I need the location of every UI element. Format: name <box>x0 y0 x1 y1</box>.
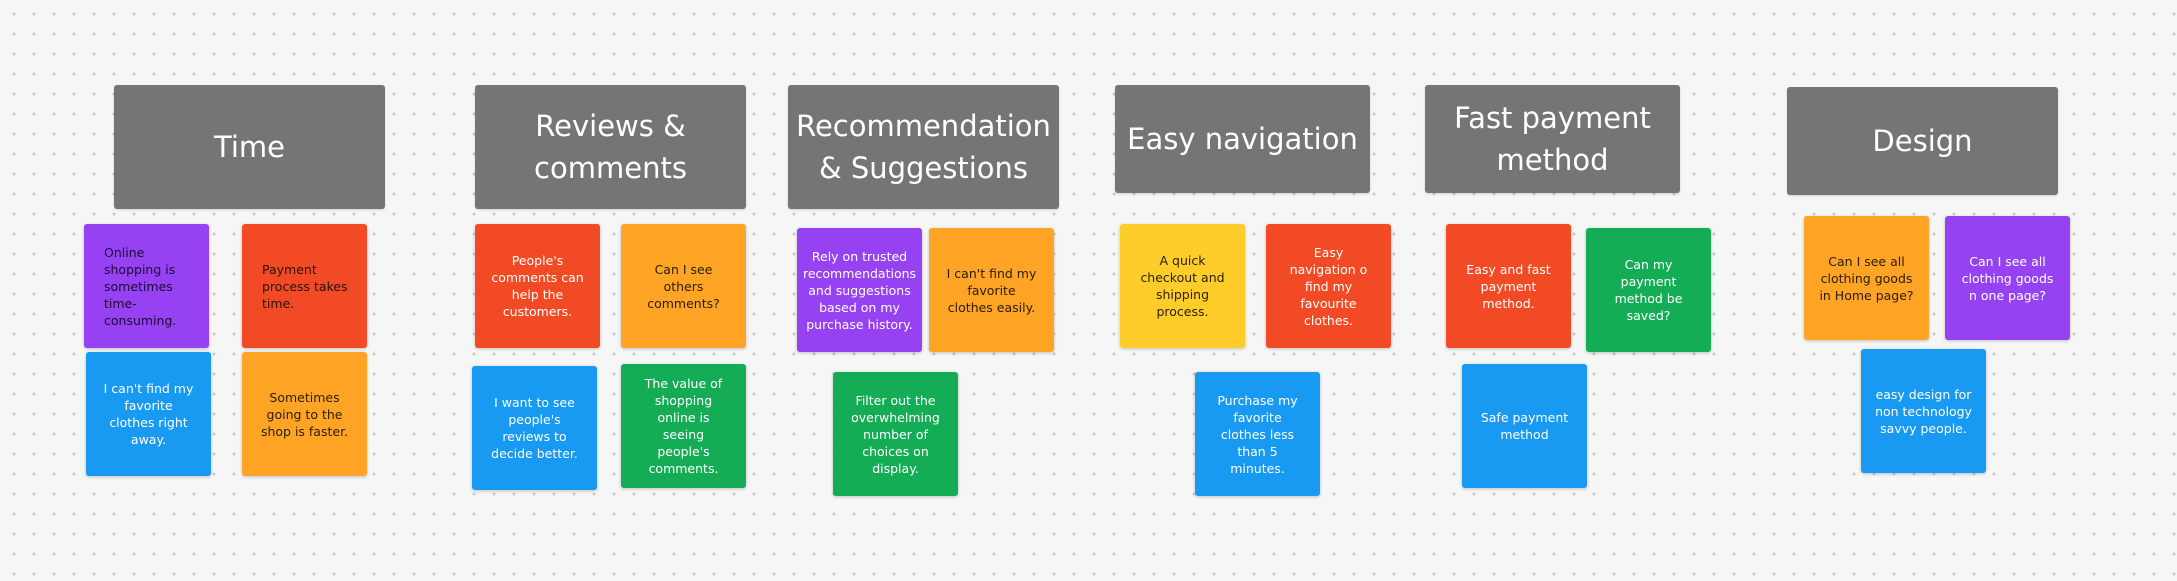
sticky-note-text: Rely on trusted recommendations and sugg… <box>802 248 917 332</box>
sticky-note[interactable]: Easy and fast payment method. <box>1446 224 1571 348</box>
sticky-note-text: I can't find my favorite clothes right a… <box>103 381 194 447</box>
header-reviews-comments[interactable]: Reviews & comments <box>475 85 746 209</box>
header-label: Design <box>1872 124 1973 158</box>
sticky-note-text: Easy navigation o find my favourite clot… <box>1289 244 1368 328</box>
sticky-note-text: easy design for non technology savvy peo… <box>1875 386 1972 436</box>
sticky-note-text: Filter out the overwhelming number of ch… <box>851 392 940 476</box>
sticky-note[interactable]: A quick checkout and shipping process. <box>1120 224 1245 348</box>
sticky-note-text: Online shopping is sometimes time-consum… <box>104 244 177 328</box>
header-fast-payment-method[interactable]: Fast payment method <box>1425 85 1680 193</box>
sticky-note[interactable]: I can't find my favorite clothes right a… <box>86 352 211 476</box>
sticky-note[interactable]: Easy navigation o find my favourite clot… <box>1266 224 1391 348</box>
sticky-note[interactable]: Payment process takes time. <box>242 224 367 348</box>
header-label: Time <box>214 130 285 164</box>
sticky-note-text: Easy and fast payment method. <box>1466 261 1551 311</box>
header-recommendation-suggestions[interactable]: Recommendation & Suggestions <box>788 85 1059 209</box>
header-label: Easy navigation <box>1127 122 1358 156</box>
sticky-note-text: Payment process takes time. <box>262 261 348 311</box>
sticky-note[interactable]: Can I see all clothing goods n one page? <box>1945 216 2070 340</box>
sticky-note-text: I want to see people's reviews to decide… <box>491 395 578 461</box>
sticky-note[interactable]: Online shopping is sometimes time-consum… <box>84 224 209 348</box>
sticky-note[interactable]: Safe payment method <box>1462 364 1587 488</box>
header-label: Fast payment method <box>1454 101 1651 177</box>
sticky-note-text: Safe payment method <box>1480 410 1569 442</box>
sticky-note-text: Purchase my favorite clothes less than 5… <box>1217 392 1298 476</box>
sticky-note[interactable]: Sometimes going to the shop is faster. <box>242 352 367 476</box>
sticky-note[interactable]: Filter out the overwhelming number of ch… <box>833 372 958 496</box>
header-easy-navigation[interactable]: Easy navigation <box>1115 85 1370 193</box>
sticky-note[interactable]: Can my payment method be saved? <box>1586 228 1711 352</box>
header-label: Reviews & comments <box>534 109 687 185</box>
sticky-note-text: A quick checkout and shipping process. <box>1140 253 1225 319</box>
sticky-note[interactable]: Purchase my favorite clothes less than 5… <box>1195 372 1320 496</box>
sticky-note-text: I can't find my favorite clothes easily. <box>946 265 1037 315</box>
header-label: Recommendation & Suggestions <box>796 109 1051 185</box>
sticky-note[interactable]: Rely on trusted recommendations and sugg… <box>797 228 922 352</box>
sticky-note-text: People's comments can help the customers… <box>491 253 584 319</box>
sticky-note[interactable]: I want to see people's reviews to decide… <box>472 366 597 490</box>
sticky-note[interactable]: Can I see all clothing goods in Home pag… <box>1804 216 1929 340</box>
sticky-note-text: Can I see all clothing goods n one page? <box>1961 253 2054 303</box>
sticky-note[interactable]: easy design for non technology savvy peo… <box>1861 349 1986 473</box>
sticky-note-text: Sometimes going to the shop is faster. <box>260 389 349 439</box>
header-time[interactable]: Time <box>114 85 385 209</box>
sticky-note-text: Can my payment method be saved? <box>1614 257 1683 323</box>
sticky-note-text: Can I see others comments? <box>647 261 720 311</box>
sticky-note[interactable]: The value of shopping online is seeing p… <box>621 364 746 488</box>
sticky-note[interactable]: I can't find my favorite clothes easily. <box>929 228 1054 352</box>
sticky-note-text: Can I see all clothing goods in Home pag… <box>1819 253 1914 303</box>
sticky-note-text: The value of shopping online is seeing p… <box>644 376 723 476</box>
sticky-note[interactable]: People's comments can help the customers… <box>475 224 600 348</box>
header-design[interactable]: Design <box>1787 87 2058 195</box>
sticky-note[interactable]: Can I see others comments? <box>621 224 746 348</box>
